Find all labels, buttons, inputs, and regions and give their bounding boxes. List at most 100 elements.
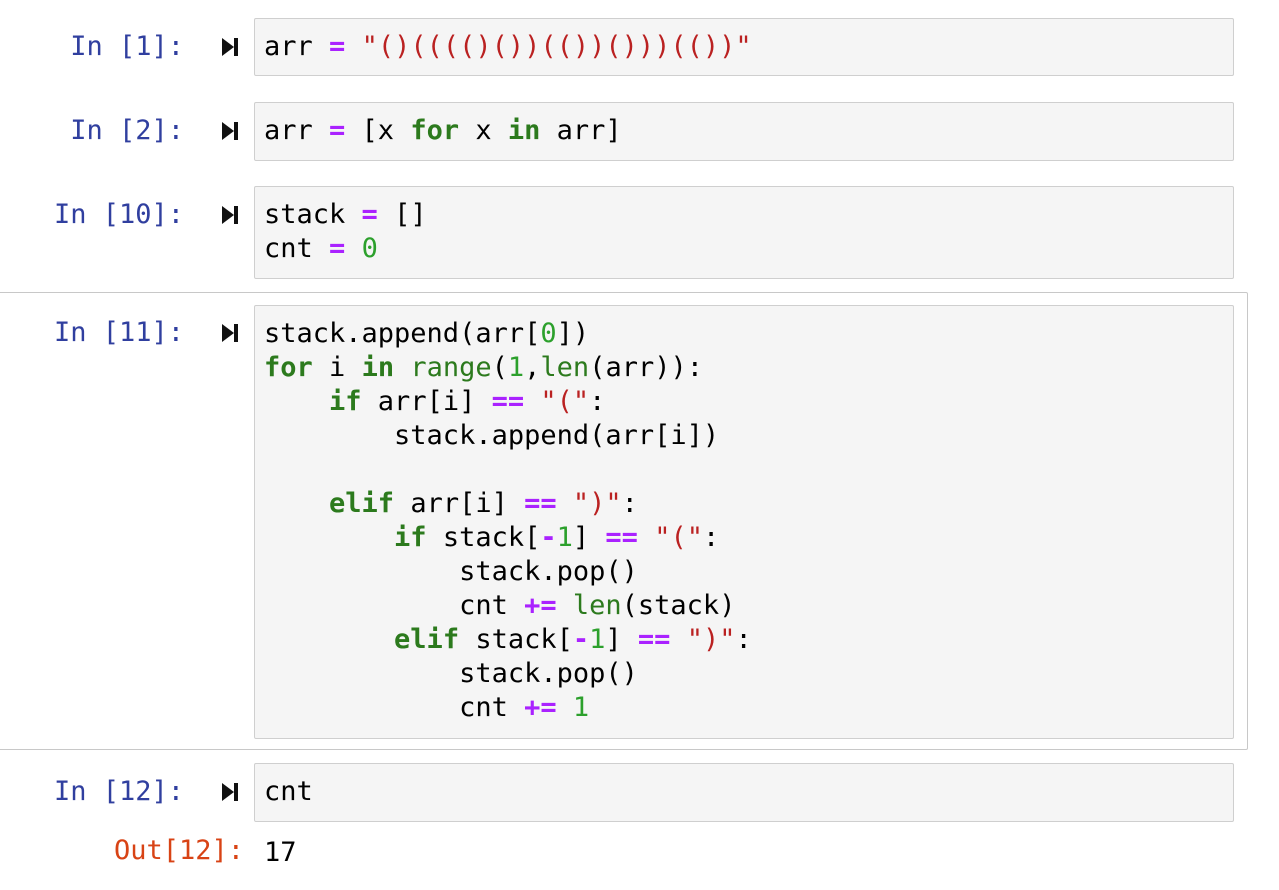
code-token: cnt — [264, 776, 313, 807]
code-line: arr = [x for x in arr] — [264, 114, 622, 148]
code-line: cnt — [264, 775, 313, 809]
code-line: arr = "()(((()())(())()))(())" — [264, 30, 752, 64]
code-line: cnt += len(stack) — [264, 589, 752, 623]
code-token: in — [507, 115, 541, 146]
output-value: 17 — [264, 837, 297, 868]
code-token: cnt — [264, 692, 525, 723]
code-token: for — [264, 352, 313, 383]
code-text: arr = [x for x in arr] — [264, 114, 622, 148]
code-token: stack.append(arr[ — [264, 318, 541, 349]
code-token: len — [572, 590, 622, 621]
code-line: elif arr[i] == ")": — [264, 487, 752, 521]
code-line: if stack[-1] == "(": — [264, 521, 752, 555]
code-token: = — [329, 31, 346, 62]
code-token: 0 — [540, 318, 557, 349]
code-token — [264, 522, 394, 553]
code-token: ( — [491, 352, 508, 383]
code-editor[interactable]: cnt — [254, 763, 1234, 822]
code-token: = — [329, 233, 346, 264]
code-token: arr — [264, 31, 330, 62]
code-cell-2[interactable]: In [2]: arr = [x for x in arr] — [0, 90, 1279, 180]
code-token: arr — [264, 115, 330, 146]
code-token: arr] — [540, 115, 622, 146]
code-token — [557, 488, 573, 519]
code-token: "(" — [654, 522, 703, 553]
input-prompt: In [12]: — [53, 776, 184, 807]
code-token — [670, 624, 686, 655]
code-line — [264, 453, 752, 487]
code-token: stack.append(arr[i]) — [264, 420, 720, 451]
code-token: range — [410, 352, 492, 383]
code-line: cnt += 1 — [264, 691, 752, 725]
code-token: 1 — [507, 352, 525, 383]
run-cell-icon[interactable] — [220, 120, 240, 142]
code-line: stack = [] — [264, 198, 427, 232]
code-line: cnt = 0 — [264, 232, 427, 266]
code-token: elif — [329, 488, 395, 519]
output-prompt: Out[12]: — [113, 835, 244, 866]
code-line: stack.append(arr[i]) — [264, 419, 752, 453]
code-token — [394, 352, 410, 383]
code-text: cnt — [264, 775, 313, 809]
code-line: for i in range(1,len(arr)): — [264, 351, 752, 385]
code-token: : — [735, 624, 752, 655]
code-token — [557, 590, 573, 621]
code-token: stack.pop() — [264, 658, 638, 689]
code-cell-1[interactable]: In [1]: arr = "()(((()())(())()))(())" — [0, 0, 1279, 90]
code-token: = — [361, 199, 378, 230]
code-token: stack.pop() — [264, 556, 638, 587]
input-prompt: In [2]: — [70, 115, 184, 146]
code-token: 1 — [556, 522, 573, 553]
code-token: x — [459, 115, 508, 146]
code-token: if — [394, 522, 427, 553]
code-line: elif stack[-1] == ")": — [264, 623, 752, 657]
code-cell-3[interactable]: In [10]: stack = []cnt = 0 — [0, 180, 1279, 290]
run-cell-icon[interactable] — [220, 36, 240, 58]
code-token: ] — [605, 624, 638, 655]
code-token: "()(((()())(())()))(())" — [361, 31, 752, 62]
code-token: == — [491, 386, 525, 417]
code-token: 0 — [361, 233, 378, 264]
code-editor[interactable]: arr = [x for x in arr] — [254, 102, 1234, 161]
code-token — [638, 522, 654, 553]
run-cell-icon[interactable] — [220, 781, 240, 803]
code-token: elif — [394, 624, 460, 655]
code-token — [524, 386, 540, 417]
code-token: : — [621, 488, 638, 519]
code-editor[interactable]: arr = "()(((()())(())()))(())" — [254, 18, 1234, 76]
code-text: stack = []cnt = 0 — [264, 198, 427, 266]
code-token: == — [524, 488, 557, 519]
code-token: stack[ — [459, 624, 573, 655]
code-token: in — [361, 352, 395, 383]
code-token: (arr)): — [589, 352, 703, 383]
code-cell-4-selected[interactable]: In [11]: stack.append(arr[0])for i in ra… — [0, 292, 1248, 750]
code-editor[interactable]: stack = []cnt = 0 — [254, 186, 1234, 279]
code-line: stack.pop() — [264, 657, 752, 691]
code-token — [557, 692, 573, 723]
code-token: stack[ — [426, 522, 541, 553]
run-cell-icon[interactable] — [220, 204, 240, 226]
code-token: == — [605, 522, 638, 553]
code-token — [264, 386, 329, 417]
code-token: : — [702, 522, 720, 553]
code-text: arr = "()(((()())(())()))(())" — [264, 30, 752, 64]
code-token: (stack) — [621, 590, 736, 621]
code-token: += — [524, 590, 557, 621]
code-token: [x — [345, 115, 411, 146]
code-cell-5[interactable]: In [12]: cnt Out[12]: 17 — [0, 750, 1279, 890]
code-token: [] — [377, 199, 427, 230]
code-line: stack.pop() — [264, 555, 752, 589]
code-editor[interactable]: stack.append(arr[0])for i in range(1,len… — [254, 305, 1234, 739]
code-token: 1 — [589, 624, 606, 655]
input-prompt: In [1]: — [70, 31, 184, 62]
code-token: = — [329, 115, 346, 146]
code-token: , — [524, 352, 541, 383]
code-token: cnt — [264, 590, 525, 621]
code-token — [345, 233, 361, 264]
code-token: ")" — [686, 624, 736, 655]
code-token: for — [410, 115, 460, 146]
run-cell-icon[interactable] — [220, 322, 240, 344]
input-prompt: In [10]: — [53, 199, 184, 230]
code-token — [264, 624, 394, 655]
code-text: stack.append(arr[0])for i in range(1,len… — [264, 317, 752, 725]
